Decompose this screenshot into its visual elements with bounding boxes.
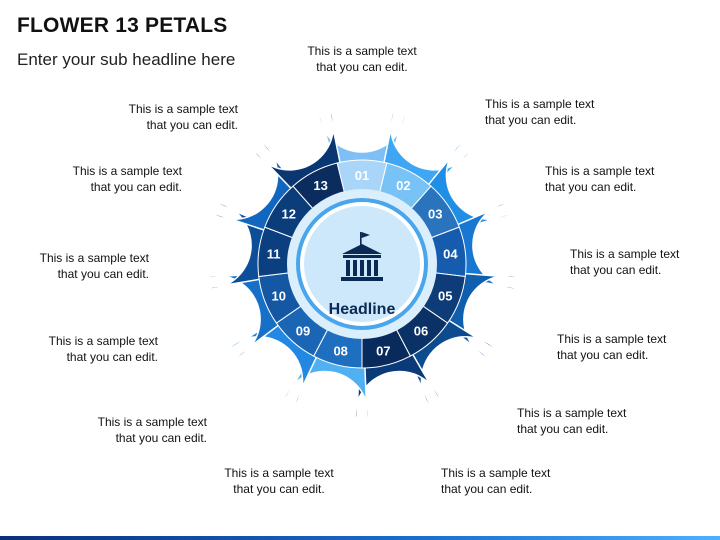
petal-description-09: This is a sample text that you can edit. (77, 414, 207, 446)
description-line1: This is a sample text (570, 247, 680, 261)
petal-headline-line1: Sample (341, 96, 384, 110)
description-line1: This is a sample text (97, 415, 207, 429)
petal-headline-line1: Sample (197, 305, 240, 319)
petal-headline-line2: Headline (374, 417, 424, 431)
petal-description-07: This is a sample text that you can edit. (441, 465, 571, 497)
petal-headline-line2: Headline (184, 248, 234, 262)
petal-description-06: This is a sample text that you can edit. (517, 405, 647, 437)
petal-description-04: This is a sample text that you can edit. (570, 246, 700, 278)
petal-headline-line1: Sample (443, 365, 486, 379)
number-ring: 01 02 03 04 05 06 07 08 09 10 11 12 13 (257, 159, 467, 369)
petal-headline-line1: Sample (214, 163, 257, 177)
petal-headline-line2: Headline (300, 417, 350, 431)
page-title: FLOWER 13 PETALS (17, 14, 228, 37)
petal-headline-line1: Sample (378, 400, 421, 414)
description-line2: that you can edit. (57, 267, 149, 281)
description-line1: This is a sample text (485, 97, 595, 111)
description-line1: This is a sample text (307, 44, 417, 58)
petal-headline-line2: Headline (193, 322, 243, 336)
description-line2: that you can edit. (66, 350, 158, 364)
description-line1: This is a sample text (128, 102, 238, 116)
petal-number: 04 (443, 246, 458, 261)
petal-headline-line2: Headline (481, 322, 531, 336)
petal-description-10: This is a sample text that you can edit. (28, 333, 158, 365)
description-line1: This is a sample text (224, 466, 334, 480)
petal-headline-line1: Sample (269, 114, 312, 128)
petal-headline-line1: Sample (304, 400, 347, 414)
petal-number: 13 (313, 178, 327, 193)
description-line1: This is a sample text (39, 251, 149, 265)
petal-description-11: This is a sample text that you can edit. (19, 250, 149, 282)
petal-headline-line2: Headline (265, 131, 315, 145)
petal-description-13: This is a sample text that you can edit. (108, 101, 238, 133)
petal-number: 07 (376, 343, 390, 358)
description-line1: This is a sample text (545, 164, 655, 178)
footer-accent-bar (0, 536, 720, 540)
description-line1: This is a sample text (441, 466, 551, 480)
petal-number: 11 (267, 246, 281, 261)
petal-number: 08 (333, 343, 347, 358)
petal-description-02: This is a sample text that you can edit. (485, 96, 615, 128)
petal-headline-line1: Sample (467, 163, 510, 177)
petal-headline-line2: Headline (490, 248, 540, 262)
description-line1: This is a sample text (557, 332, 667, 346)
petal-headline-line1: Sample (239, 365, 282, 379)
petal-headline-line1: Sample (485, 305, 528, 319)
description-line2: that you can edit. (115, 431, 207, 445)
petal-number: 10 (272, 289, 286, 304)
page-subtitle: Enter your sub headline here (17, 50, 236, 69)
description-line1: This is a sample text (48, 334, 158, 348)
petal-headline-line1: Sample (188, 231, 231, 245)
petal-headline-line1: Sample (494, 231, 537, 245)
petal-number: 12 (282, 206, 296, 221)
description-line2: that you can edit. (146, 118, 238, 132)
petal-description-08: This is a sample text that you can edit. (214, 465, 344, 497)
description-line2: that you can edit. (570, 263, 662, 277)
petal-headline-line2: Headline (439, 382, 489, 396)
petal-number: 01 (355, 168, 369, 183)
petal-headline-line2: Headline (210, 180, 260, 194)
petal-number: 06 (414, 324, 428, 339)
petal-number: 05 (438, 289, 452, 304)
petal-description-12: This is a sample text that you can edit. (52, 163, 182, 195)
description-line2: that you can edit. (557, 348, 649, 362)
description-line2: that you can edit. (90, 180, 182, 194)
description-line1: This is a sample text (72, 164, 182, 178)
petal-headline-line2: Headline (409, 131, 459, 145)
petal-headline-line2: Headline (464, 180, 514, 194)
petal-description-05: This is a sample text that you can edit. (557, 331, 687, 363)
petal-headline-line1: Sample (412, 114, 455, 128)
description-line1: This is a sample text (517, 406, 627, 420)
center-hub: Headline (287, 189, 437, 339)
description-line2: that you can edit. (485, 113, 577, 127)
petal-number: 09 (296, 324, 310, 339)
description-line2: that you can edit. (545, 180, 637, 194)
bank-building-icon (341, 232, 383, 281)
petal-number: 03 (428, 206, 442, 221)
petal-description-01: This is a sample text that you can edit. (297, 43, 427, 75)
petal-number: 02 (396, 178, 410, 193)
petal-headline-line2: Headline (235, 382, 285, 396)
petal-headline-line2: Headline (337, 113, 387, 127)
description-line2: that you can edit. (316, 60, 408, 74)
center-headline: Headline (329, 301, 396, 318)
description-line2: that you can edit. (441, 482, 533, 496)
description-line2: that you can edit. (233, 482, 325, 496)
description-line2: that you can edit. (517, 422, 609, 436)
petal-description-03: This is a sample text that you can edit. (545, 163, 675, 195)
